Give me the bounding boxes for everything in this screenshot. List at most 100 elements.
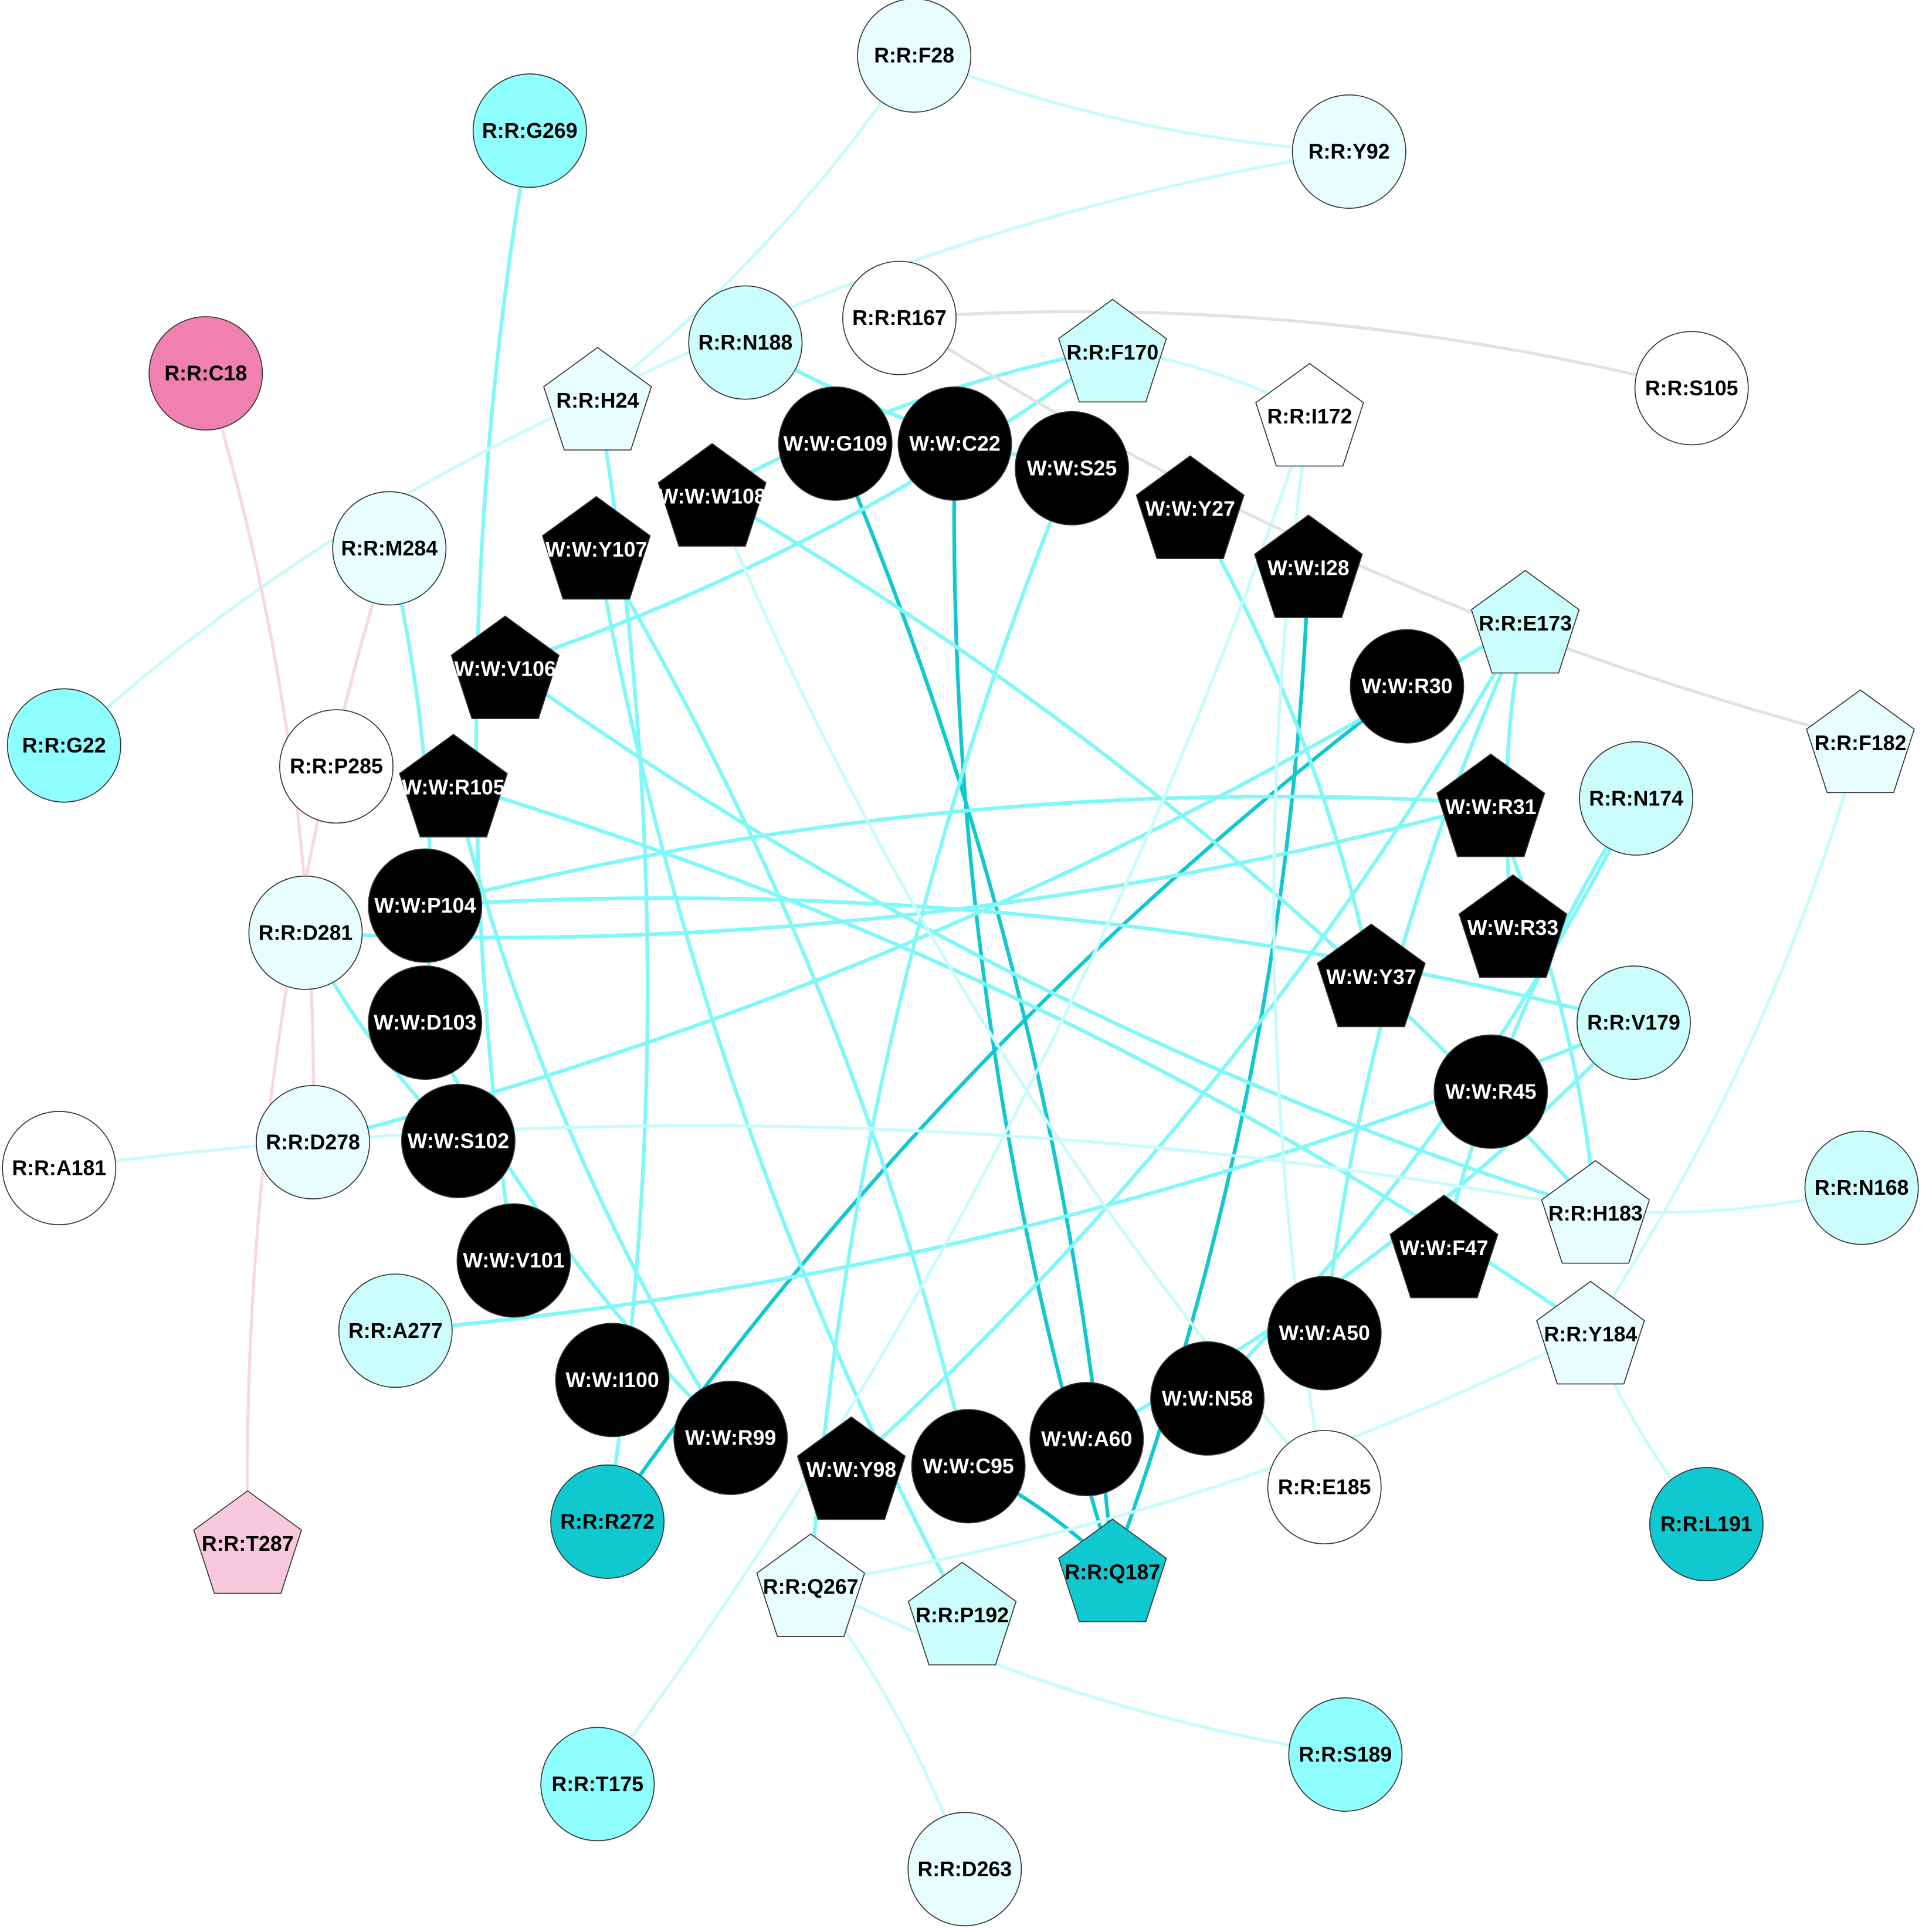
edge-w-w-r105-w-w-r99 [451,783,733,1439]
node-r-r-n168[interactable]: R:R:N168 [1804,1130,1919,1245]
edge-r-r-y184-r-r-q267 [810,1329,1592,1585]
node-w-w-a50[interactable]: W:W:A50 [1267,1276,1382,1391]
node-label: R:R:G269 [482,119,578,143]
node-pentagon-shape [450,615,560,720]
node-r-r-r167[interactable]: R:R:R167 [842,260,957,375]
node-r-r-s189[interactable]: R:R:S189 [1288,1697,1403,1812]
node-label: R:R:N174 [1589,787,1683,810]
node-w-w-r99[interactable]: W:W:R99 [673,1381,788,1496]
node-r-r-p285[interactable]: R:R:P285 [279,709,394,824]
node-pentagon-shape [1058,299,1167,403]
node-r-r-l191[interactable]: R:R:L191 [1649,1467,1764,1582]
node-pentagon-shape [1458,874,1568,978]
node-w-w-r33[interactable]: W:W:R33 [1458,874,1568,978]
node-r-r-m284[interactable]: R:R:M284 [332,491,447,606]
node-w-w-d103[interactable]: W:W:D103 [368,965,483,1080]
node-w-w-g109[interactable]: W:W:G109 [778,386,893,501]
node-pentagon-shape [541,496,651,600]
node-w-w-a60[interactable]: W:W:A60 [1029,1382,1144,1497]
node-r-r-d263[interactable]: R:R:D263 [907,1812,1022,1927]
node-w-w-n58[interactable]: W:W:N58 [1150,1341,1265,1456]
node-r-r-t287[interactable]: R:R:T287 [193,1490,303,1594]
node-w-w-y37[interactable]: W:W:Y37 [1317,923,1426,1028]
node-w-w-y107[interactable]: W:W:Y107 [541,496,651,600]
node-r-r-t175[interactable]: R:R:T175 [540,1727,655,1842]
node-r-r-s105[interactable]: R:R:S105 [1634,331,1749,446]
node-label: R:R:C18 [164,362,247,385]
node-r-r-n188[interactable]: R:R:N188 [688,285,803,400]
node-r-r-q267[interactable]: R:R:Q267 [756,1533,866,1638]
node-w-w-p104[interactable]: W:W:P104 [368,848,483,963]
node-pentagon-shape [399,734,508,838]
node-r-r-r272[interactable]: R:R:R272 [550,1464,665,1579]
node-w-w-i100[interactable]: W:W:I100 [555,1323,670,1438]
node-label: R:R:H183 [1548,1202,1643,1225]
node-r-r-v179[interactable]: R:R:V179 [1576,965,1691,1080]
node-label: W:W:R105 [402,775,504,799]
node-r-r-d278[interactable]: R:R:D278 [256,1084,371,1199]
node-label: R:R:S189 [1299,1743,1392,1766]
node-r-r-e185[interactable]: R:R:E185 [1267,1430,1382,1545]
node-label: R:R:P285 [290,755,383,778]
node-pentagon-shape [657,443,767,547]
node-circle-shape [1804,1130,1919,1245]
node-circle-shape [6,688,121,803]
node-r-r-d281[interactable]: R:R:D281 [248,875,363,990]
node-w-w-i28[interactable]: W:W:I28 [1254,514,1363,618]
node-w-w-s25[interactable]: W:W:S25 [1015,411,1130,526]
node-r-r-g269[interactable]: R:R:G269 [472,73,587,188]
node-w-w-c95[interactable]: W:W:C95 [911,1409,1026,1524]
node-r-r-g22[interactable]: R:R:G22 [6,688,121,803]
node-w-w-r31[interactable]: W:W:R31 [1436,753,1545,857]
node-r-r-q187[interactable]: R:R:Q187 [1058,1519,1167,1622]
node-r-r-h183[interactable]: R:R:H183 [1541,1160,1650,1264]
node-r-r-h24[interactable]: R:R:H24 [543,347,652,451]
node-label: R:R:Q267 [763,1575,859,1599]
node-r-r-e173[interactable]: R:R:E173 [1470,570,1580,674]
node-w-w-f47[interactable]: W:W:F47 [1389,1194,1499,1299]
node-label: R:R:F182 [1815,731,1907,755]
node-pentagon-shape [1436,753,1545,857]
node-r-r-a181[interactable]: R:R:A181 [2,1111,117,1225]
node-r-r-f170[interactable]: R:R:F170 [1058,299,1167,403]
node-r-r-f28[interactable]: R:R:F28 [857,0,972,113]
node-w-w-w108[interactable]: W:W:W108 [657,443,767,547]
node-label: W:W:R99 [685,1426,776,1450]
node-circle-shape [842,260,957,375]
node-w-w-y98[interactable]: W:W:Y98 [796,1416,906,1520]
node-label: R:R:T287 [202,1532,294,1555]
node-pentagon-shape [1806,689,1915,794]
node-label: R:R:E173 [1479,612,1572,635]
node-circle-shape [778,386,893,501]
node-w-w-v106[interactable]: W:W:V106 [450,615,560,720]
node-w-w-s102[interactable]: W:W:S102 [401,1083,516,1198]
node-label: R:R:R167 [852,306,947,330]
node-label: R:R:Y184 [1544,1323,1638,1346]
node-circle-shape [540,1727,655,1842]
node-w-w-y27[interactable]: W:W:Y27 [1135,455,1245,559]
node-w-w-r30[interactable]: W:W:R30 [1350,629,1465,744]
edge-r-r-f170-w-w-w108 [711,347,1113,495]
node-label: R:R:P192 [916,1604,1009,1627]
node-r-r-f182[interactable]: R:R:F182 [1806,689,1915,794]
node-r-r-n174[interactable]: R:R:N174 [1579,741,1694,856]
node-r-r-y92[interactable]: R:R:Y92 [1291,94,1406,209]
node-r-r-p192[interactable]: R:R:P192 [907,1561,1017,1666]
node-w-w-r105[interactable]: W:W:R105 [399,734,508,838]
node-w-w-v101[interactable]: W:W:V101 [456,1203,571,1318]
node-label: R:R:N188 [699,331,793,354]
node-circle-shape [555,1323,670,1438]
node-label: W:W:A50 [1279,1321,1370,1345]
node-r-r-a277[interactable]: R:R:A277 [338,1273,453,1388]
node-circle-shape [1350,629,1465,744]
node-label: R:R:S105 [1645,377,1738,400]
node-r-r-i172[interactable]: R:R:I172 [1255,362,1364,467]
node-pentagon-shape [1058,1519,1167,1622]
node-r-r-c18[interactable]: R:R:C18 [148,316,263,431]
node-label: W:W:A60 [1041,1428,1132,1451]
node-pentagon-shape [1254,514,1363,618]
node-w-w-r45[interactable]: W:W:R45 [1433,1034,1548,1149]
node-pentagon-shape [796,1416,906,1520]
node-r-r-y184[interactable]: R:R:Y184 [1536,1280,1645,1385]
node-w-w-c22[interactable]: W:W:C22 [897,386,1012,501]
